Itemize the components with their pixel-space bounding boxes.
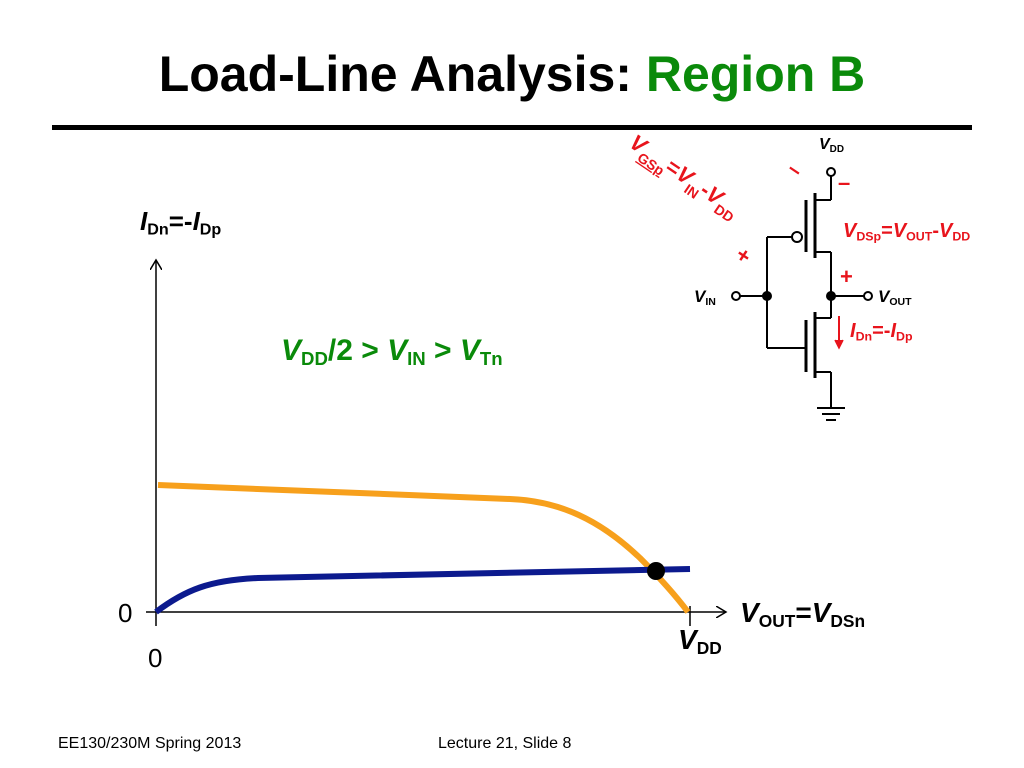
origin-y-tick-label: 0 (118, 598, 133, 628)
pmos-gate-bubble (791, 231, 803, 243)
pmos-load-curve (157, 482, 691, 614)
vgsp-minus-sign: – (783, 155, 807, 183)
vout-label: VOUT (878, 287, 912, 308)
operating-point-dot (647, 562, 665, 580)
vgsp-plus-sign: + (731, 241, 756, 269)
vdd-tick-label: VDD (678, 624, 722, 658)
vdsp-plus-sign: + (840, 264, 853, 289)
title-highlight: Region B (645, 46, 866, 102)
nmos-load-curve (154, 566, 691, 615)
vdd-label: VDD (819, 136, 844, 155)
x-axis-label: VOUT=VDSn (740, 597, 866, 631)
vin-node-dot (762, 291, 772, 301)
origin-x-tick-label: 0 (148, 643, 163, 673)
vdd-terminal (826, 167, 836, 177)
vdsp-minus-sign: – (838, 170, 851, 195)
title-main: Load-Line Analysis: (158, 46, 632, 102)
vgsp-label: VGSp=VIN-VDD (622, 129, 744, 225)
y-axis-label: IDn=-IDp (140, 206, 222, 239)
vin-terminal (731, 291, 741, 301)
condition-label: VDD/2 > VIN > VTn (281, 334, 503, 370)
footer-course: EE130/230M Spring 2013 (58, 735, 242, 752)
vout-terminal (863, 291, 873, 301)
vdsp-label: VDSp=VOUT-VDD (843, 220, 971, 244)
vout-node-dot (826, 291, 836, 301)
slide-title: Load-Line Analysis: Region B (0, 42, 1024, 106)
title-divider (52, 125, 972, 130)
vin-label: VIN (694, 287, 716, 308)
idn-label: IDn=-IDp (850, 320, 913, 344)
footer-slide-number: Lecture 21, Slide 8 (438, 735, 572, 752)
